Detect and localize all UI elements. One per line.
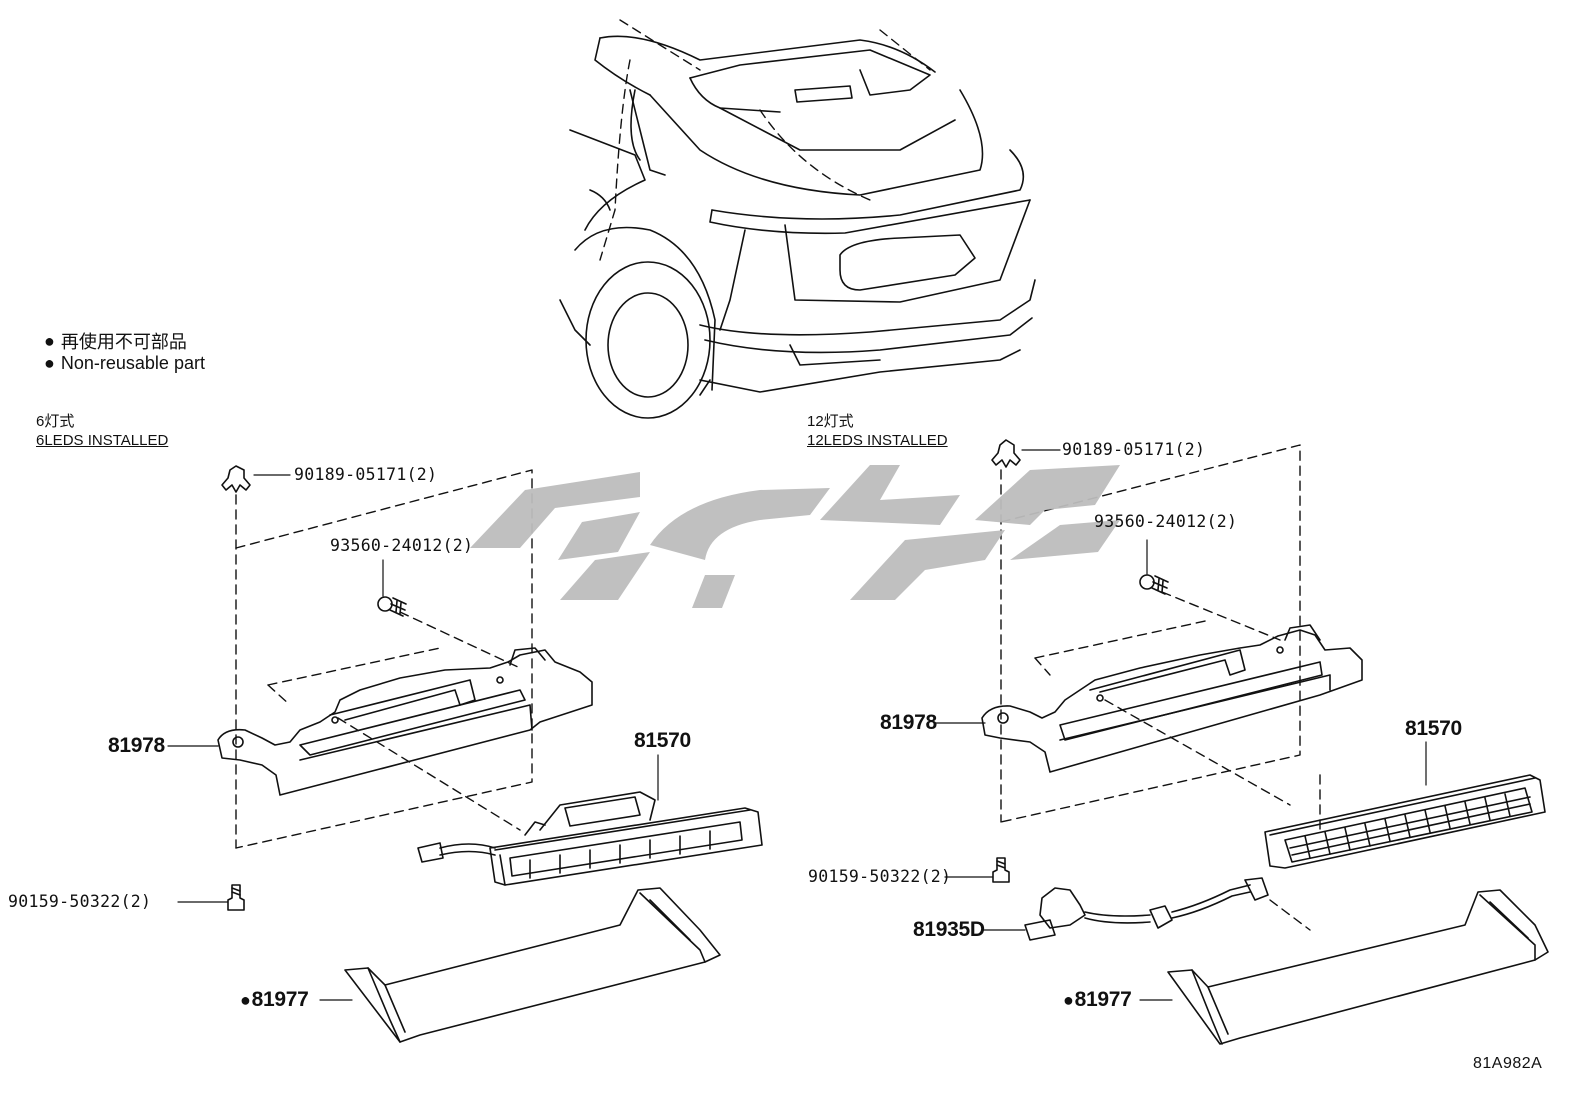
- right-assembly-lines: [1000, 444, 1321, 931]
- left-cover-part-label: ●81977: [240, 988, 309, 1012]
- legend-text-en: Non-reusable part: [60, 353, 205, 373]
- non-reusable-bullet-icon: ●: [44, 353, 55, 373]
- right-clip-part: [991, 439, 1021, 468]
- right-wire-harness-part: [1024, 877, 1269, 941]
- left-cover-part-number: 81977: [251, 988, 309, 1011]
- right-top-screw-part-number: 93560-24012(2): [1094, 512, 1238, 531]
- legend-non-reusable-ja: ● 再使用不可部品: [44, 328, 187, 354]
- right-section-title-en: 12LEDS INSTALLED: [807, 432, 948, 449]
- vehicle-rear-illustration: [559, 35, 1036, 419]
- right-leader-lines: [934, 449, 1427, 1001]
- right-bracket-part: [981, 624, 1363, 773]
- left-top-screw-part: [377, 596, 407, 617]
- right-section-title-ja: 12灯式: [807, 413, 854, 430]
- non-reusable-bullet-icon: ●: [240, 990, 251, 1010]
- right-bottom-screw-part-number: 90159-50322(2): [808, 867, 952, 886]
- left-lamp-part-number: 81570: [634, 729, 691, 752]
- left-top-screw-part-number: 93560-24012(2): [330, 536, 474, 555]
- right-bracket-part-number: 81978: [880, 711, 937, 734]
- right-bottom-screw-part: [992, 857, 1010, 883]
- left-section-title-en: 6LEDS INSTALLED: [36, 432, 169, 449]
- right-lamp-part-number: 81570: [1405, 717, 1462, 740]
- left-lamp-part: [417, 791, 763, 886]
- left-leader-lines: [167, 474, 659, 1001]
- left-bracket-part: [217, 647, 593, 796]
- figure-code: 81A982A: [1473, 1055, 1543, 1072]
- right-lamp-part: [1264, 774, 1546, 869]
- right-top-screw-part: [1139, 574, 1169, 595]
- right-cover-part-number: 81977: [1074, 988, 1132, 1011]
- right-section-title: 12灯式 12LEDS INSTALLED: [807, 412, 948, 450]
- left-bottom-screw-part-number: 90159-50322(2): [8, 892, 152, 911]
- left-bottom-screw-part: [227, 884, 245, 911]
- legend-text-ja: 再使用不可部品: [60, 332, 187, 352]
- left-section-title-ja: 6灯式: [36, 413, 75, 430]
- vehicle-hidden-lines: [599, 19, 931, 261]
- left-cover-part: [344, 887, 721, 1043]
- legend-non-reusable-en: ● Non-reusable part: [44, 353, 205, 374]
- non-reusable-bullet-icon: ●: [1063, 990, 1074, 1010]
- left-assembly-lines: [235, 469, 533, 849]
- right-cover-part-label: ●81977: [1063, 988, 1132, 1012]
- non-reusable-bullet-icon: ●: [44, 330, 55, 351]
- left-clip-part-number: 90189-05171(2): [294, 465, 438, 484]
- left-bracket-part-number: 81978: [108, 734, 165, 757]
- right-wire-harness-part-number: 81935D: [913, 918, 985, 941]
- left-clip-part: [221, 465, 251, 493]
- left-section-title: 6灯式 6LEDS INSTALLED: [36, 412, 168, 450]
- watermark-logo: [470, 465, 1120, 608]
- right-clip-part-number: 90189-05171(2): [1062, 440, 1206, 459]
- right-cover-part: [1167, 889, 1549, 1045]
